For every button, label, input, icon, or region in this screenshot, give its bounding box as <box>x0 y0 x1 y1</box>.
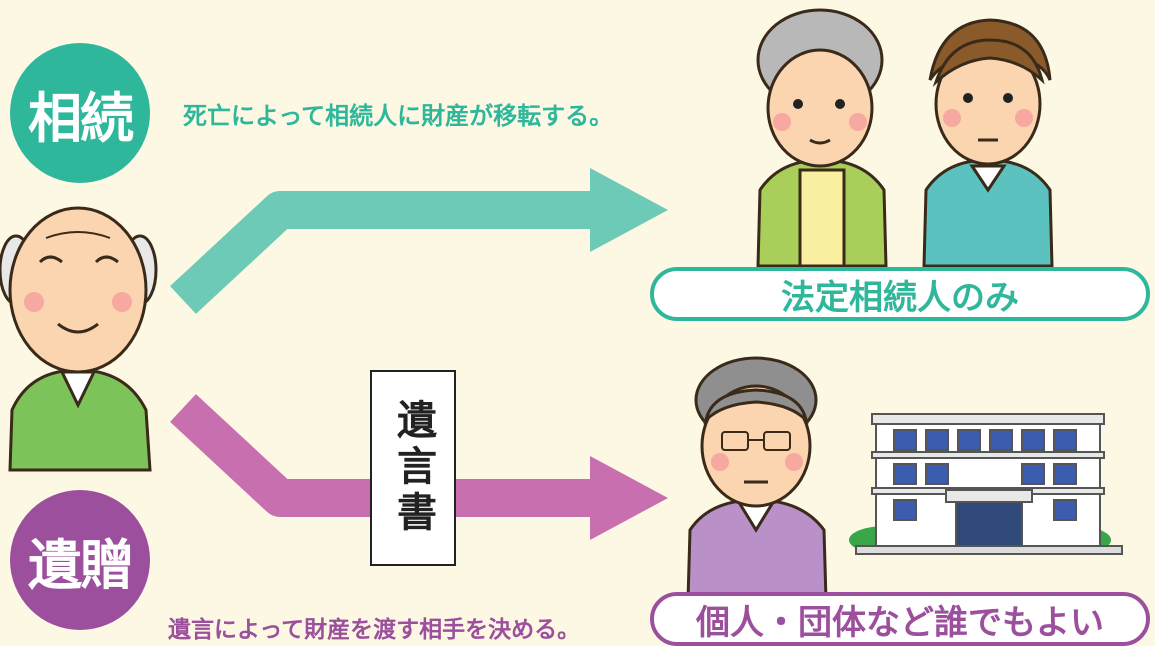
inheritance-recipient-label: 法定相続人のみ <box>650 267 1150 321</box>
inheritance-badge: 相続 <box>10 43 150 183</box>
son-illustration <box>922 18 1054 268</box>
will-document-label: 遺言書 <box>390 399 437 537</box>
bequest-badge: 遺贈 <box>10 490 150 630</box>
grandmother-illustration <box>756 8 888 268</box>
bequest-recipient-text: 個人・団体など誰でもよい <box>696 602 1104 643</box>
bequest-badge-label: 遺贈 <box>28 533 134 597</box>
organization-building-illustration <box>849 413 1123 555</box>
inheritance-recipient-text: 法定相続人のみ <box>781 277 1019 318</box>
decedent-illustration <box>0 206 158 472</box>
inheritance-badge-label: 相続 <box>28 86 134 150</box>
inheritance-description: 死亡によって相続人に財産が移転する。 <box>183 102 614 130</box>
individual-illustration <box>686 356 828 602</box>
inheritance-arrow <box>170 168 668 314</box>
will-document: 遺言書 <box>370 370 456 566</box>
bequest-recipient-label: 個人・団体など誰でもよい <box>650 592 1150 646</box>
bequest-arrow <box>170 394 668 540</box>
bequest-description: 遺言によって財産を渡す相手を決める。 <box>168 617 581 643</box>
